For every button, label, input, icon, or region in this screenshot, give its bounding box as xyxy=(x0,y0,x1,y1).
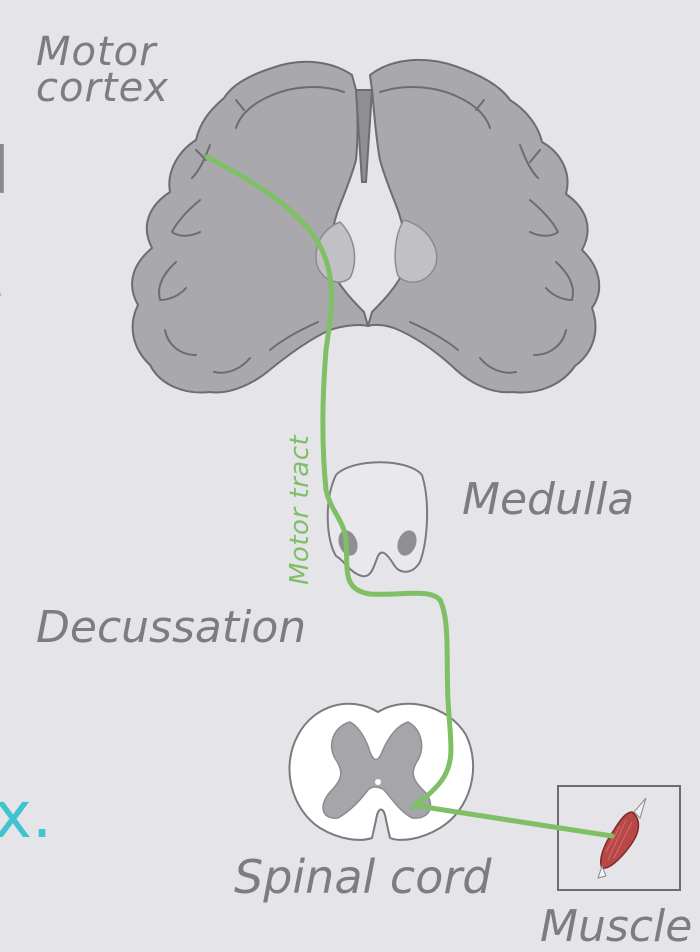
right-deep-nucleus xyxy=(394,219,438,283)
cortex-notches xyxy=(195,99,541,163)
medulla-label: Medulla xyxy=(462,474,635,525)
muscle-fibers xyxy=(605,819,633,861)
motor-tract-label: Motor tract xyxy=(285,434,315,585)
muscle-inset-frame xyxy=(557,785,681,891)
medulla-section xyxy=(326,461,429,578)
motor-cortex-label-line2: cortex xyxy=(36,65,169,111)
muscle-tendon-bottom xyxy=(597,864,607,879)
muscle-inset xyxy=(557,785,681,891)
right-sulci xyxy=(379,86,574,374)
cropped-text-fragment-accent: x. xyxy=(0,779,53,853)
motor-tract-path xyxy=(204,154,615,839)
central-canal xyxy=(375,779,381,785)
brain-coronal-section xyxy=(131,58,601,394)
motor-cortex-label-line1: Motor xyxy=(36,29,157,75)
muscle-tendon-top xyxy=(633,797,647,819)
right-pyramid xyxy=(397,530,417,556)
longitudinal-fissure xyxy=(354,89,374,183)
spinal-gray-matter xyxy=(322,721,432,819)
decussation-label: Decussation xyxy=(36,602,307,653)
cropped-text-fragment: l xyxy=(0,135,10,209)
left-sulci xyxy=(158,86,345,374)
muscle-belly xyxy=(600,811,640,869)
cropped-text-fragment: \ xyxy=(0,265,1,299)
spinal-cord-label: Spinal cord xyxy=(234,850,492,904)
motor-cortex-label: Motor cortex xyxy=(36,29,169,111)
muscle-label: Muscle xyxy=(540,901,693,952)
medulla-outline xyxy=(326,461,429,578)
tract-terminal-tick xyxy=(410,798,422,810)
